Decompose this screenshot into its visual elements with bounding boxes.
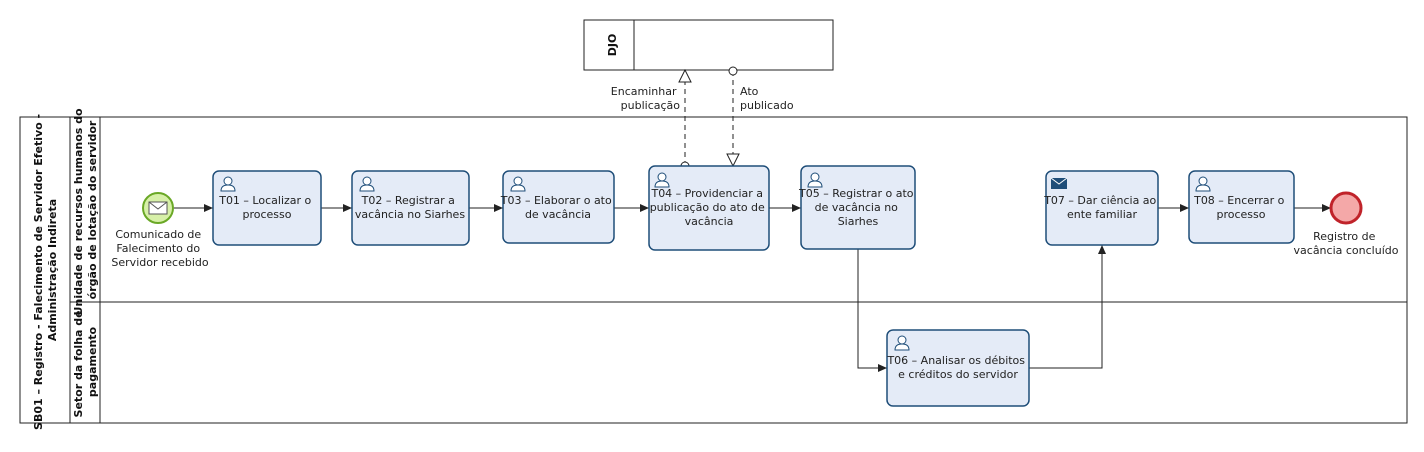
task-t02-line2: vacância no Siarhes <box>355 208 465 221</box>
message-flow-origin-ato <box>728 66 738 76</box>
message-label-encaminhar-line2: publicação <box>621 99 681 112</box>
task-t01-text: T01 – Localizar o processo <box>218 194 315 221</box>
pool-name-line2: Administração Indireta <box>46 199 59 341</box>
task-t07-line1: T07 – Dar ciência ao <box>1043 194 1156 207</box>
message-label-encaminhar-line1: Encaminhar <box>611 85 677 98</box>
lane-folha-line2: pagamento <box>86 326 99 397</box>
external-pool-name: DJO <box>606 34 619 57</box>
user-icon <box>510 176 526 192</box>
task-t03-text: T03 – Elaborar o ato de vacância <box>500 194 615 221</box>
task-t08-line1: T08 – Encerrar o <box>1193 194 1285 207</box>
task-t01-line2: processo <box>242 208 291 221</box>
end-label-line2: vacância concluído <box>1294 244 1399 257</box>
task-t02-line1: T02 – Registrar a <box>361 194 455 207</box>
lane-folha-line1: Setor da folha de <box>72 310 85 417</box>
task-t05-text: T05 – Registrar o ato de vacância no Sia… <box>798 187 917 228</box>
message-label-encaminhar: Encaminhar publicação <box>611 85 680 112</box>
task-t08-text: T08 – Encerrar o processo <box>1193 194 1288 221</box>
message-label-ato-line2: publicado <box>740 99 794 112</box>
task-t04[interactable]: T04 – Providenciar a publicação do ato d… <box>648 165 770 251</box>
user-icon <box>654 172 670 188</box>
external-pool-djo: DJO <box>583 19 834 71</box>
task-t05-line1: T05 – Registrar o ato <box>798 187 914 200</box>
task-t02[interactable]: T02 – Registrar a vacância no Siarhes <box>351 170 470 246</box>
start-label-line3: Servidor recebido <box>111 256 208 269</box>
lane-rh-line2: órgão de lotação do servidor <box>86 120 99 299</box>
task-t06-text: T06 – Analisar os débitos e créditos do … <box>886 354 1028 381</box>
task-t06-line1: T06 – Analisar os débitos <box>886 354 1025 367</box>
task-t01[interactable]: T01 – Localizar o processo <box>212 170 322 246</box>
task-t04-line2: publicação do ato de <box>650 201 765 214</box>
message-label-ato: Ato publicado <box>740 85 794 112</box>
task-t01-line1: T01 – Localizar o <box>218 194 311 207</box>
task-t05-line3: Siarhes <box>838 215 879 228</box>
start-event-label: Comunicado de Falecimento do Servidor re… <box>111 228 208 269</box>
start-event[interactable] <box>142 192 174 224</box>
task-t03-line1: T03 – Elaborar o ato <box>500 194 612 207</box>
pool-name: SB01 – Registro - Falecimento de Servido… <box>32 110 59 430</box>
main-pool: SB01 – Registro - Falecimento de Servido… <box>19 105 1408 430</box>
end-event-label: Registro de vacância concluído <box>1294 230 1399 257</box>
user-icon <box>1195 176 1211 192</box>
task-t03[interactable]: T03 – Elaborar o ato de vacância <box>500 170 615 244</box>
task-t07-line2: ente familiar <box>1067 208 1138 221</box>
pool-name-line1: SB01 – Registro - Falecimento de Servido… <box>32 114 45 430</box>
user-icon <box>359 176 375 192</box>
end-event[interactable] <box>1329 191 1363 225</box>
message-label-ato-line1: Ato <box>740 85 759 98</box>
task-t04-line1: T04 – Providenciar a <box>650 187 763 200</box>
start-label-line2: Falecimento do <box>116 242 200 255</box>
task-t07[interactable]: T07 – Dar ciência ao ente familiar <box>1043 170 1160 246</box>
lane-rh-line1: Unidade de recursos humanos do <box>72 108 85 315</box>
lane-name-folha: Setor da folha de pagamento <box>72 307 99 418</box>
flow-t05-t06 <box>857 249 887 372</box>
task-t05[interactable]: T05 – Registrar o ato de vacância no Sia… <box>798 165 917 250</box>
sequence-flows <box>174 204 1331 372</box>
start-label-line1: Comunicado de <box>115 228 201 241</box>
envelope-icon <box>148 201 168 215</box>
end-label-line1: Registro de <box>1313 230 1375 243</box>
task-t06-line2: e créditos do servidor <box>898 368 1018 381</box>
user-icon <box>894 335 910 351</box>
task-t07-text: T07 – Dar ciência ao ente familiar <box>1043 194 1160 221</box>
task-t08[interactable]: T08 – Encerrar o processo <box>1188 170 1295 244</box>
task-t04-line3: vacância <box>685 215 734 228</box>
flow-t06-t07 <box>1029 245 1106 369</box>
task-t04-text: T04 – Providenciar a publicação do ato d… <box>650 187 769 228</box>
task-t06[interactable]: T06 – Analisar os débitos e créditos do … <box>886 329 1030 407</box>
task-t02-text: T02 – Registrar a vacância no Siarhes <box>355 194 465 221</box>
task-t05-line2: de vacância no <box>815 201 899 214</box>
envelope-icon <box>1050 177 1068 189</box>
task-t08-line2: processo <box>1216 208 1265 221</box>
lane-name-rh: Unidade de recursos humanos do órgão de … <box>72 105 99 316</box>
user-icon <box>807 172 823 188</box>
user-icon <box>220 176 236 192</box>
task-t03-line2: de vacância <box>525 208 591 221</box>
